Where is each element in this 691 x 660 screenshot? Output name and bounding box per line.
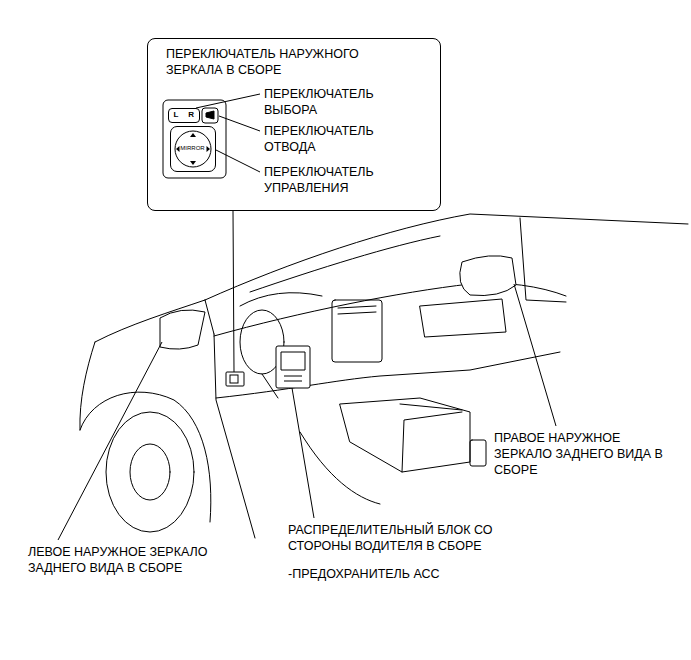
button-letter: R — [188, 110, 194, 120]
leader-line — [514, 284, 556, 426]
fold-button — [202, 108, 218, 123]
armrest — [400, 404, 462, 472]
part-label: РАСПРЕДЕЛИТЕЛЬНЫЙ БЛОК СО СТОРОНЫ ВОДИТЕ… — [288, 522, 528, 554]
door-opening — [214, 334, 255, 538]
leader-line — [233, 211, 234, 372]
leader-line — [58, 342, 162, 540]
junction-block — [276, 346, 310, 388]
callout-heading: ПЕРЕКЛЮЧАТЕЛЬ НАРУЖНОГО ЗЕРКАЛА В СБОРЕ — [166, 46, 381, 78]
part-label: -ПРЕДОХРАНИТЕЛЬ АСС — [288, 566, 528, 582]
leader-line — [216, 150, 260, 172]
select-switch-button: LR — [168, 108, 201, 123]
part-name: ПЕРЕКЛЮЧАТЕЛЬ ВЫБОРА — [264, 86, 424, 118]
mirror-switch-knob — [230, 375, 238, 383]
right-mirror — [460, 256, 516, 296]
wheel — [106, 412, 194, 532]
leader-lines — [58, 284, 556, 540]
leader-line — [219, 116, 260, 131]
console — [340, 398, 470, 472]
right-door — [520, 218, 566, 302]
a-pillar — [205, 300, 214, 334]
car-body — [80, 214, 688, 538]
vent — [338, 306, 376, 314]
wheel-hub — [130, 444, 170, 500]
parts — [160, 256, 516, 388]
label-anchor: -ПРЕДОХРАНИТЕЛЬ АСС — [288, 566, 528, 582]
part-label: ПРАВОЕ НАРУЖНОЕ ЗЕРКАЛО ЗАДНЕГО ВИДА В С… — [494, 430, 674, 478]
mirror-switch-on-dash — [226, 372, 244, 386]
button-caption: MIRROR — [180, 145, 204, 152]
callout-box: ПЕРЕКЛЮЧАТЕЛЬ НАРУЖНОГО ЗЕРКАЛА В СБОРЕ П… — [147, 38, 441, 211]
left-mirror — [160, 310, 205, 349]
wheel-arch — [80, 392, 211, 522]
part-label: ЛЕВОЕ НАРУЖНОЕ ЗЕРКАЛО ЗАДНЕГО ВИДА В СБ… — [28, 544, 243, 576]
switch-frame — [163, 100, 226, 178]
label-anchor: ЛЕВОЕ НАРУЖНОЕ ЗЕРКАЛО ЗАДНЕГО ВИДА В СБ… — [28, 544, 243, 576]
dashboard-top — [214, 283, 566, 336]
direction-arrow — [176, 146, 180, 152]
label-anchor: РАСПРЕДЕЛИТЕЛЬНЫЙ БЛОК СО СТОРОНЫ ВОДИТЕ… — [288, 522, 528, 554]
mirror-control-pad: MIRROR — [170, 126, 216, 172]
fold-icon — [206, 111, 214, 119]
button-letter: L — [173, 110, 178, 120]
switch-detail — [163, 100, 226, 178]
label-anchor: ПРАВОЕ НАРУЖНОЕ ЗЕРКАЛО ЗАДНЕГО ВИДА В С… — [494, 430, 674, 478]
dashboard-lower — [216, 352, 560, 398]
part-name: ПЕРЕКЛЮЧАТЕЛЬ УПРАВЛЕНИЯ — [264, 164, 424, 196]
direction-arrow — [190, 161, 196, 165]
leader-line — [196, 94, 260, 108]
center-stack — [332, 300, 382, 362]
pad-ring — [175, 131, 211, 167]
windshield-line — [250, 236, 440, 292]
glove-box — [420, 299, 506, 337]
floor-line — [300, 432, 380, 504]
part-name: ПЕРЕКЛЮЧАТЕЛЬ ОТВОДА — [264, 123, 424, 155]
lower-panel — [470, 440, 486, 466]
cluster-hood — [240, 293, 322, 306]
direction-arrow — [206, 146, 210, 152]
junction-block-detail — [281, 352, 305, 381]
direction-arrow — [190, 133, 196, 137]
leader-line — [292, 388, 314, 518]
